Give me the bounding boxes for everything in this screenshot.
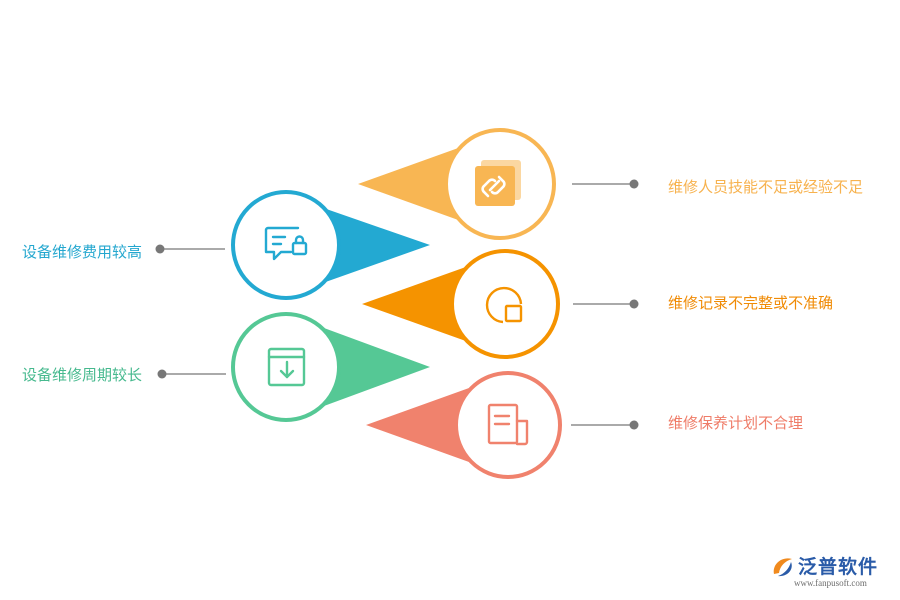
message-lock-icon (264, 226, 308, 261)
item-3-label: 维修记录不完整或不准确 (668, 294, 834, 312)
item-2-label: 设备维修费用较高 (22, 243, 143, 261)
item-4-cycle (157, 312, 430, 422)
document-icon (487, 403, 529, 446)
item-4-label: 设备维修周期较长 (22, 366, 143, 384)
item-1-skills (358, 128, 639, 240)
link-icon (475, 160, 521, 206)
item-2-ring (231, 190, 341, 300)
item-3-ring (450, 249, 560, 359)
brand-logo-icon (773, 558, 792, 577)
chart-record-icon (485, 286, 523, 324)
download-box-icon (267, 347, 306, 387)
item-1-dot (629, 179, 639, 189)
item-2-cost (155, 190, 430, 300)
item-5-dot (629, 420, 639, 430)
item-5-plan (366, 371, 639, 479)
item-2-dot (155, 244, 165, 254)
item-1-label: 维修人员技能不足或经验不足 (668, 178, 864, 196)
brand-watermark: 泛普软件 www.fanpusoft.com (770, 552, 895, 596)
brand-name: 泛普软件 (798, 556, 879, 578)
item-3-records (362, 249, 639, 359)
item-4-dot (157, 369, 167, 379)
item-5-label: 维修保养计划不合理 (668, 414, 804, 432)
item-3-dot (629, 299, 639, 309)
brand-url: www.fanpusoft.com (794, 578, 867, 588)
